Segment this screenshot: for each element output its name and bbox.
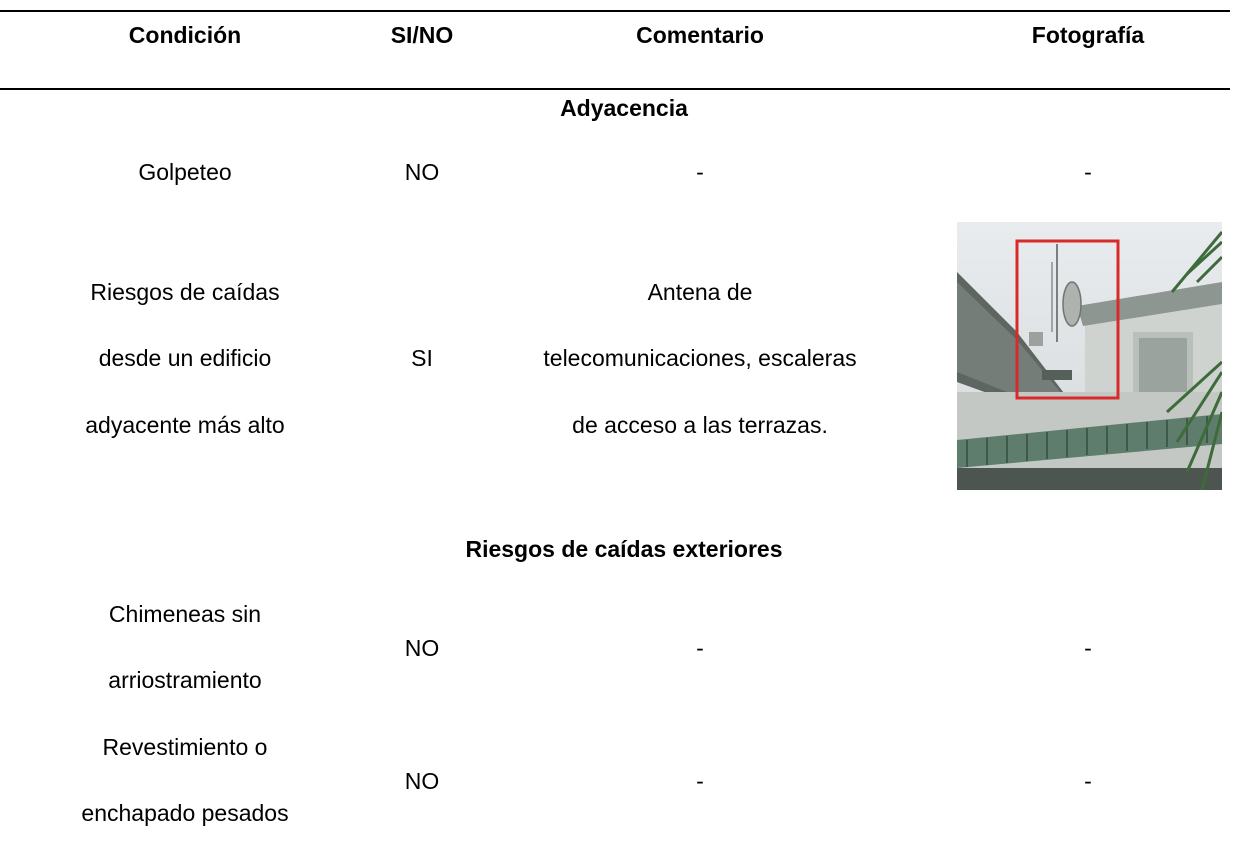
row-chimeneas-condicion-line1: Chimeneas sin xyxy=(108,601,262,627)
row-caidas-edificio-comentario-line3: de acceso a las terrazas. xyxy=(572,412,828,438)
row-caidas-edificio-condicion-line3: adyacente más alto xyxy=(85,412,285,438)
top-rule xyxy=(0,10,1230,12)
row-caidas-edificio-comentario-line2: telecomunicaciones, escaleras xyxy=(543,345,857,371)
row-caidas-edificio-condicion-line1: Riesgos de caídas xyxy=(90,279,280,305)
row-golpeteo-fotografia: - xyxy=(1084,159,1092,185)
row-chimeneas-comentario: - xyxy=(696,635,704,661)
row-chimeneas-condicion-line2: arriostramiento xyxy=(108,667,262,693)
row-chimeneas-si-no: NO xyxy=(404,635,440,661)
row-caidas-edificio-si-no: SI xyxy=(411,345,433,371)
header-fotografia: Fotografía xyxy=(1031,22,1145,48)
row-revestimiento-comentario: - xyxy=(696,768,704,794)
row-golpeteo-condicion: Golpeteo xyxy=(138,159,232,185)
row-revestimiento-si-no: NO xyxy=(404,768,440,794)
header-condicion: Condición xyxy=(128,22,242,48)
row-chimeneas-fotografia: - xyxy=(1084,635,1092,661)
header-comentario: Comentario xyxy=(636,22,764,48)
row-caidas-edificio-condicion-line2: desde un edificio xyxy=(98,345,272,371)
header-si-no: SI/NO xyxy=(390,22,454,48)
row-caidas-edificio-comentario-line1: Antena de xyxy=(647,279,753,305)
row-revestimiento-fotografia: - xyxy=(1084,768,1092,794)
section-title-caidas-exteriores: Riesgos de caídas exteriores xyxy=(465,536,783,562)
row-golpeteo-si-no: NO xyxy=(404,159,440,185)
photo-rooftop-antenna xyxy=(957,222,1222,490)
header-bottom-rule xyxy=(0,88,1230,90)
row-golpeteo-comentario: - xyxy=(696,159,704,185)
section-title-adyacencia: Adyacencia xyxy=(560,95,688,121)
row-revestimiento-condicion-line1: Revestimiento o xyxy=(102,734,268,760)
row-revestimiento-condicion-line2: enchapado pesados xyxy=(81,800,289,826)
